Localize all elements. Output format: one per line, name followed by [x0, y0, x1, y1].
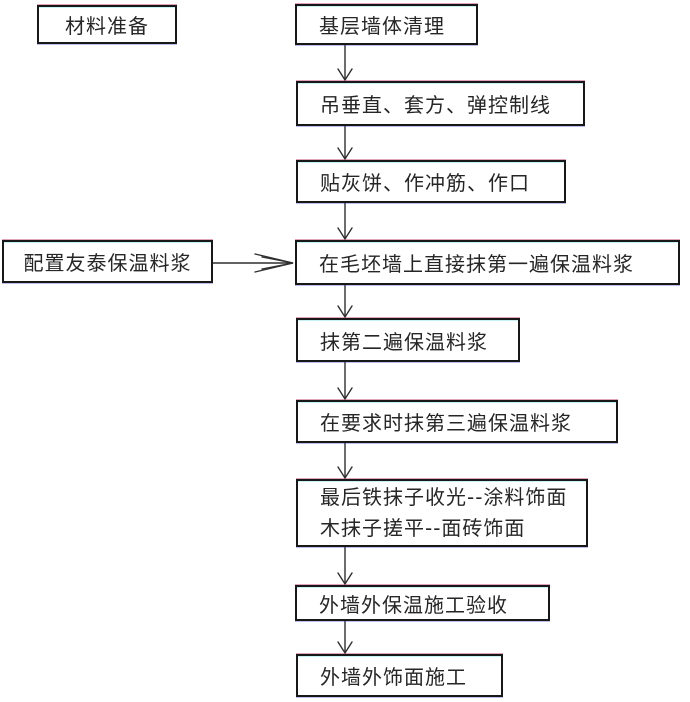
- node-second-coat-insulation-slurry: 抹第二遍保温料浆: [296, 318, 520, 362]
- arrow-down-coat3-to-finish: [337, 442, 353, 480]
- arrow-down-pads-to-coat1: [337, 202, 353, 241]
- node-material-preparation: 材料准备: [37, 5, 177, 44]
- node-final-trowel-finish: 最后铁抹子收光--涂料饰面 木抹子搓平--面砖饰面: [296, 479, 588, 547]
- node-first-coat-on-rough-wall: 在毛坯墙上直接抹第一遍保温料浆: [295, 240, 680, 285]
- arrow-right-prepare-to-coat1: [212, 253, 294, 273]
- arrow-down-coat2-to-coat3: [337, 361, 353, 401]
- node-mortar-pads-screeds-openings: 贴灰饼、作冲筋、作口: [296, 160, 566, 203]
- arrow-down-plumb-to-pads: [337, 125, 353, 161]
- arrow-down-finish-to-acceptance: [337, 546, 353, 586]
- node-final-finish-line2: 木抹子搓平--面砖饰面: [320, 516, 526, 540]
- node-base-wall-cleaning: 基层墙体清理: [295, 4, 478, 45]
- arrow-down-acceptance-to-facade: [337, 620, 353, 655]
- node-prepare-youtai-insulation-slurry: 配置友泰保温料浆: [2, 240, 213, 283]
- node-final-finish-line1: 最后铁抹子收光--涂料饰面: [320, 485, 568, 509]
- node-exterior-finish-construction: 外墙外饰面施工: [296, 654, 503, 697]
- arrow-down-base-to-plumb: [337, 44, 353, 82]
- node-insulation-construction-acceptance: 外墙外保温施工验收: [295, 585, 550, 621]
- node-plumb-square-control-lines: 吊垂直、套方、弹控制线: [296, 81, 585, 126]
- node-third-coat-when-required: 在要求时抹第三遍保温料浆: [296, 400, 618, 443]
- arrow-down-coat1-to-coat2: [337, 284, 353, 319]
